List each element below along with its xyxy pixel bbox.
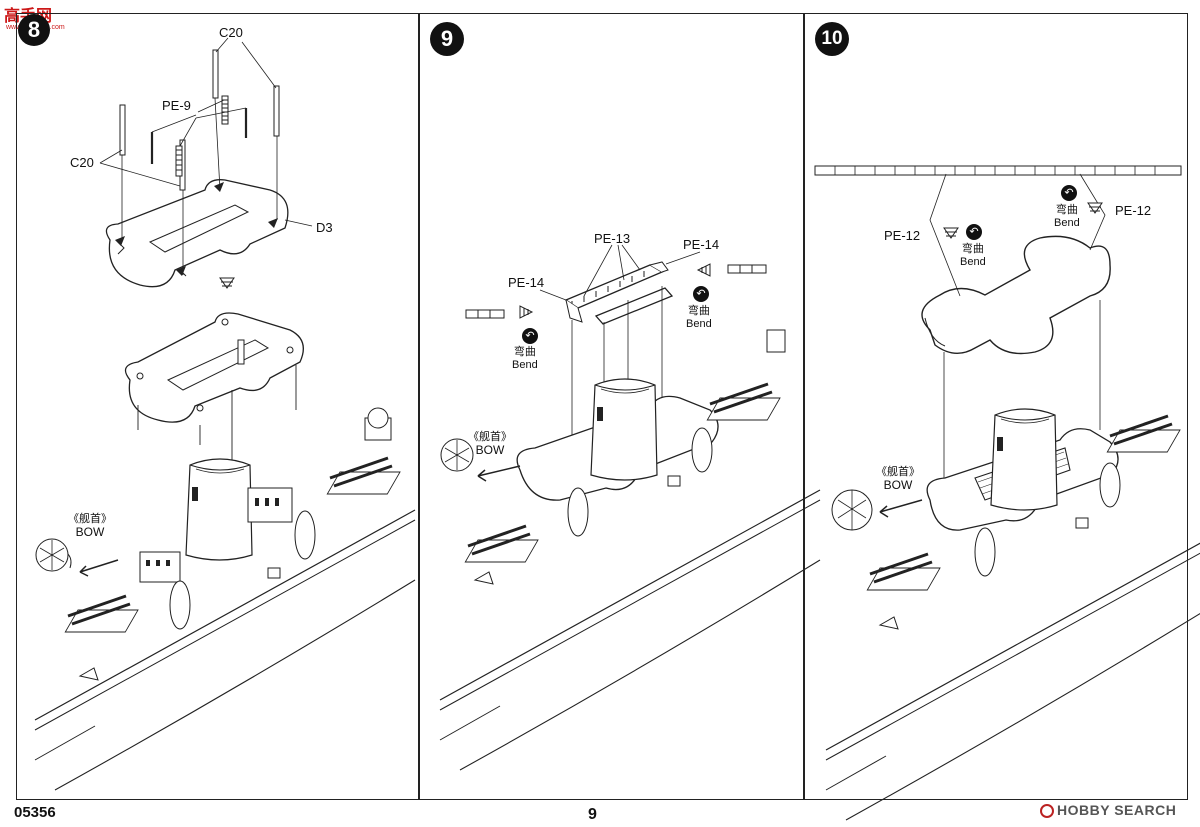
bend-icon: ↶ — [522, 328, 538, 344]
part-label-pe14-right: PE-14 — [683, 237, 720, 252]
bend-label-en: Bend — [960, 256, 986, 268]
part-label-c20-left: C20 — [70, 155, 94, 170]
step8-bow-label: 《舰首》 BOW — [68, 513, 112, 540]
bend-label-cn: 弯曲 — [687, 305, 710, 317]
step10-bend-left: 弯曲 Bend — [960, 243, 986, 269]
page-number: 9 — [588, 806, 597, 823]
bend-label-en: Bend — [686, 318, 712, 330]
step-8-number: 8 — [18, 14, 50, 46]
step10-bend-right: 弯曲 Bend — [1054, 204, 1080, 230]
kit-code: 05356 — [14, 804, 56, 821]
hobbysearch-text: HOBBY SEARCH — [1057, 802, 1177, 818]
part-label-pe13: PE-13 — [594, 231, 631, 246]
step8-art — [34, 37, 416, 791]
bend-label-en: Bend — [512, 359, 538, 371]
step9-bow-label: 《舰首》 BOW — [468, 431, 512, 458]
bend-label-cn: 弯曲 — [1055, 204, 1078, 216]
bend-label-en: Bend — [1054, 217, 1080, 229]
part-label-c20-top: C20 — [219, 25, 243, 40]
step10-bow-label: 《舰首》 BOW — [876, 466, 920, 493]
bend-icon: ↶ — [1061, 185, 1077, 201]
bow-label-cn: 《舰首》 — [68, 513, 112, 525]
page-frame — [16, 13, 1188, 800]
panel-divider-2 — [803, 13, 805, 800]
bow-label-cn: 《舰首》 — [468, 431, 512, 443]
step-10-number: 10 — [815, 22, 849, 56]
step9-art — [439, 244, 821, 771]
part-label-pe12-left: PE-12 — [884, 228, 921, 243]
bend-label-cn: 弯曲 — [513, 346, 536, 358]
part-label-pe9: PE-9 — [162, 98, 191, 113]
bow-label-cn: 《舰首》 — [876, 466, 920, 478]
bend-icon: ↶ — [966, 224, 982, 240]
bend-icon: ↶ — [693, 286, 709, 302]
step10-art — [814, 165, 1200, 821]
bow-label-en: BOW — [883, 478, 913, 492]
part-label-d3: D3 — [316, 220, 333, 235]
bend-label-cn: 弯曲 — [961, 243, 984, 255]
part-label-pe14-left: PE-14 — [508, 275, 545, 290]
bow-label-en: BOW — [475, 443, 505, 457]
step-9-number: 9 — [430, 22, 464, 56]
part-label-pe12-right: PE-12 — [1115, 203, 1152, 218]
hobbysearch-logo-icon — [1040, 804, 1054, 818]
step9-bend-left: 弯曲 Bend — [512, 346, 538, 372]
hobbysearch-watermark: HOBBY SEARCH — [1040, 802, 1176, 818]
panel-divider-1 — [418, 13, 420, 800]
bow-label-en: BOW — [75, 525, 105, 539]
step9-bend-right: 弯曲 Bend — [686, 305, 712, 331]
